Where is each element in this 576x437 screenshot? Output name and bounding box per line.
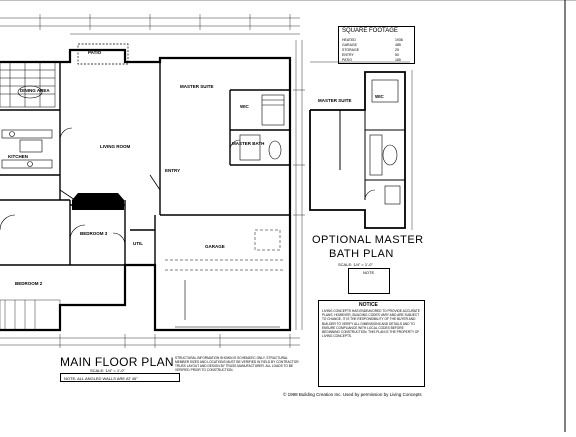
optional-plan-title-line2: BATH PLAN [329, 248, 394, 260]
optional-bath-fixtures [364, 79, 401, 205]
optional-bath-interior [339, 110, 405, 200]
garage-dashed [165, 229, 285, 271]
optional-plan-scale: SCALE: 1/4" = 1'-0" [338, 262, 373, 267]
structural-info-text: STRUCTURAL INFORMATION SHOWN IS SCHEMATI… [175, 356, 300, 372]
room-label-opt-wic: WIC [375, 94, 384, 99]
bottom-dimension-lines [0, 334, 300, 348]
room-label-util: UTIL [133, 241, 143, 246]
optional-plan-title-line1: OPTIONAL MASTER [312, 234, 424, 246]
main-exterior-walls [0, 48, 292, 332]
optional-note-box: NOTE [348, 268, 390, 294]
stair-hatch [0, 61, 56, 108]
top-dimension-lines [0, 14, 300, 35]
optional-bath-walls [309, 71, 406, 229]
master-bath-fixtures [239, 94, 285, 161]
interior-walls [0, 62, 290, 266]
notice-box: NOTICE LIVING CONCEPTS HAS ENDEAVORED TO… [318, 300, 425, 387]
hallway-closet-fill [72, 193, 124, 210]
main-plan-scale: SCALE: 1/4" = 1'-0" [90, 368, 125, 373]
room-label-master-bath: MASTER BATH [232, 141, 264, 146]
optional-note-title: NOTE [363, 270, 375, 275]
notice-text: LIVING CONCEPTS HAS ENDEAVORED TO PROVID… [322, 309, 420, 339]
dining-table [17, 85, 43, 99]
sqft-row-value: 485 [395, 43, 401, 47]
room-label-garage: GARAGE [205, 244, 225, 249]
room-label-patio: PATIO [88, 50, 102, 55]
garage-door [175, 280, 280, 328]
main-plan-title: MAIN FLOOR PLAN [60, 355, 174, 369]
room-label-dining: DINING AREA [20, 88, 50, 93]
room-label-kitchen: KITCHEN [8, 154, 28, 159]
sqft-row-value: 1936 [395, 38, 403, 42]
room-label-entry: ENTRY [165, 168, 180, 173]
sqft-row-label: PATIO [342, 58, 352, 62]
room-label-living: LIVING ROOM [100, 144, 131, 149]
sqft-row-label: STORAGE [342, 48, 360, 52]
square-footage-table: SQUARE FOOTAGE HEATED 1936 GARAGE 485 ST… [338, 26, 415, 64]
diagonal-wall [59, 174, 161, 201]
room-label-opt-master-suite: MASTER SUITE [318, 98, 352, 103]
room-label-master-suite: MASTER SUITE [180, 84, 214, 89]
sqft-row-value: 165 [395, 58, 401, 62]
room-label-bedroom3: BEDROOM 3 [80, 231, 108, 236]
optional-dimensions [310, 61, 413, 230]
sqft-row-value: 25 [395, 48, 399, 52]
patio-outline [77, 43, 129, 65]
sqft-row-value: 50 [395, 53, 399, 57]
kitchen-counters [1, 129, 53, 169]
sqft-row-label: ENTRY [342, 53, 354, 57]
door-swings [0, 127, 241, 246]
right-dimension-lines [293, 40, 305, 330]
main-plan-note: NOTE: ALL ANGLED WALLS ARE AT 45° [60, 373, 180, 382]
sqft-row-label: GARAGE [342, 43, 357, 47]
room-label-wic: WIC [240, 104, 249, 109]
room-label-bedroom2: BEDROOM 2 [15, 281, 43, 286]
left-bottom-hatch [0, 299, 61, 331]
sqft-row-label: HEATED [342, 38, 356, 42]
notice-title: NOTICE [359, 302, 378, 308]
square-footage-title: SQUARE FOOTAGE [342, 28, 398, 34]
copyright-text: © 1998 Building Creation Inc. Used by pe… [283, 392, 422, 397]
